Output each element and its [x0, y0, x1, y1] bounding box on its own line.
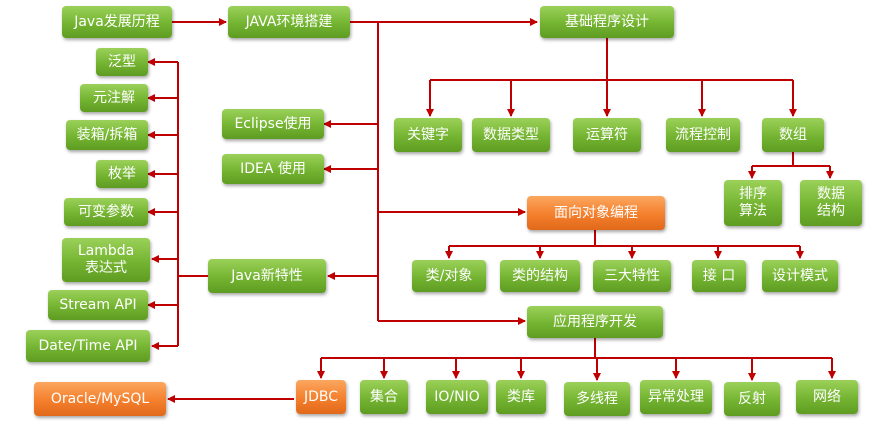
node-idea: IDEA 使用	[222, 154, 324, 184]
node-sort-algorithms: 排序 算法	[724, 180, 782, 226]
node-oracle-mysql: Oracle/MySQL	[34, 382, 166, 416]
node-java-env: JAVA环境搭建	[228, 6, 350, 38]
node-io-nio: IO/NIO	[426, 380, 488, 414]
node-lambda: Lambda 表达式	[62, 238, 150, 282]
node-three-features: 三大特性	[593, 260, 671, 292]
node-class-object: 类/对象	[412, 260, 486, 292]
node-collections: 集合	[360, 380, 408, 414]
node-app-dev: 应用程序开发	[527, 306, 663, 338]
node-design-patterns: 设计模式	[762, 260, 838, 292]
node-flow-control: 流程控制	[666, 118, 740, 152]
node-enums: 枚举	[96, 160, 148, 188]
node-multithreading: 多线程	[564, 382, 630, 416]
node-datetime-api: Date/Time API	[26, 330, 150, 362]
node-libraries: 类库	[496, 380, 546, 414]
node-stream-api: Stream API	[48, 290, 148, 320]
node-varargs: 可变参数	[64, 198, 148, 226]
node-network: 网络	[796, 380, 858, 414]
node-operators: 运算符	[573, 118, 641, 152]
node-keywords: 关键字	[394, 118, 462, 152]
node-exception-handling: 异常处理	[640, 380, 712, 414]
node-datatypes: 数据类型	[472, 118, 550, 152]
node-reflection: 反射	[724, 382, 780, 416]
node-java-history: Java发展历程	[62, 6, 172, 38]
node-oop: 面向对象编程	[527, 196, 665, 230]
node-generics: 泛型	[96, 48, 148, 76]
node-eclipse: Eclipse使用	[222, 109, 324, 139]
node-jdbc: JDBC	[296, 380, 346, 414]
node-class-structure: 类的结构	[500, 260, 580, 292]
node-annotations: 元注解	[80, 84, 148, 112]
node-arrays: 数组	[762, 118, 824, 152]
node-basic-programming: 基础程序设计	[540, 6, 674, 38]
node-java-new-features: Java新特性	[208, 259, 326, 293]
node-boxing: 装箱/拆箱	[66, 120, 148, 150]
node-data-structures: 数据 结构	[800, 180, 862, 226]
node-interface: 接 口	[692, 260, 746, 292]
